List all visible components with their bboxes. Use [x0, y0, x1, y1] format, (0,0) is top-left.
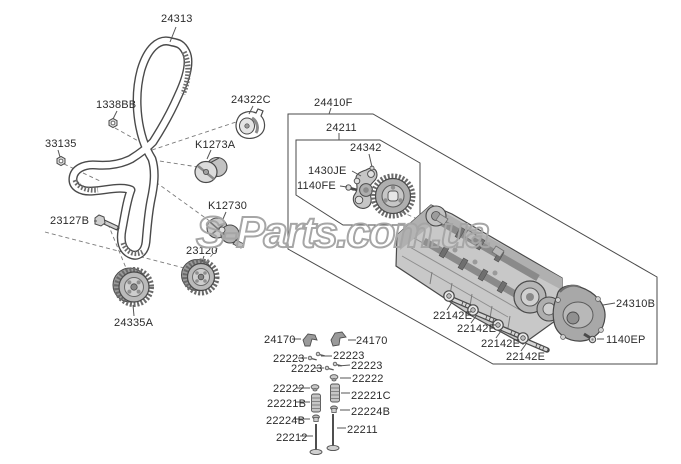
rocker-arm-left-drawing: [302, 333, 318, 347]
stem-seal-right-drawing: [330, 405, 338, 413]
label-22223-r2: 22223: [351, 360, 383, 372]
label-K12730: K12730: [208, 200, 248, 212]
label-22224B-left: 22224B: [266, 415, 306, 427]
label-22142E-3: 22142E: [481, 338, 521, 350]
lash-screw-2-drawing: [315, 350, 326, 359]
cvvt-bracket-24342-drawing: [352, 165, 378, 209]
label-22142E-1: 22142E: [433, 310, 473, 322]
label-24342: 24342: [350, 142, 382, 154]
label-1430JE: 1430JE: [308, 165, 347, 177]
timing-belt-drawing: [68, 36, 193, 260]
label-22224B-right: 22224B: [351, 406, 391, 418]
label-22142E-4: 22142E: [506, 351, 546, 363]
label-24310B: 24310B: [616, 298, 656, 310]
retainer-left-drawing: [310, 384, 320, 392]
valve-spring-right-drawing: [330, 383, 340, 403]
nut-33135-drawing: [56, 155, 66, 167]
rear-cover-24310B-drawing: [552, 284, 606, 342]
label-24322C: 24322C: [231, 94, 271, 106]
valve-right-drawing: [326, 414, 340, 452]
label-23120: 23120: [186, 245, 218, 257]
nut-1338BB-drawing: [108, 117, 118, 129]
label-K1273A: K1273A: [195, 139, 236, 151]
label-22222-right: 22222: [352, 373, 384, 385]
label-22223-l1: 22223: [273, 353, 305, 365]
bolt-1140FE-drawing: [345, 184, 358, 192]
label-24335A: 24335A: [114, 317, 154, 329]
label-1140FE: 1140FE: [297, 180, 336, 192]
label-22212: 22212: [276, 432, 308, 444]
label-24410F: 24410F: [314, 97, 353, 109]
idler-K1273A-drawing: [194, 156, 228, 184]
label-24313: 24313: [161, 13, 193, 25]
stem-seal-left-drawing: [312, 414, 320, 422]
water-pump-K12730-drawing: [206, 217, 245, 249]
valve-spring-left-drawing: [311, 393, 321, 413]
rocker-arm-right-drawing: [330, 331, 347, 347]
lash-screw-1-drawing: [307, 354, 318, 363]
label-1140EP: 1140EP: [606, 334, 646, 346]
label-22142E-2: 22142E: [457, 323, 497, 335]
cam-sprocket-drawing: [370, 173, 416, 219]
cylinder-head-assembly-drawing: [395, 204, 563, 345]
label-22211: 22211: [347, 424, 378, 436]
label-22223-r1: 22223: [333, 350, 365, 362]
valve-left-drawing: [309, 424, 323, 456]
label-22221B: 22221B: [267, 398, 307, 410]
sprocket-24335A-drawing: [112, 267, 154, 307]
label-23127B: 23127B: [50, 215, 90, 227]
label-33135: 33135: [45, 138, 77, 150]
bolt-1140EP-drawing: [583, 332, 597, 344]
lash-screw-3-drawing: [324, 364, 335, 373]
assembly-box-24410F-outline: [287, 113, 658, 365]
leader-lines: [57, 26, 616, 437]
bolt-23127B-drawing: [94, 214, 120, 231]
label-24170-left: 24170: [264, 334, 296, 346]
label-22221C: 22221C: [351, 390, 391, 402]
tensioner-24322C-drawing: [235, 108, 266, 139]
label-22222-left: 22222: [273, 383, 305, 395]
label-1338BB: 1338BB: [96, 99, 137, 111]
label-24170-right: 24170: [356, 335, 388, 347]
retainer-right-drawing: [329, 374, 339, 382]
sprocket-23120-drawing: [181, 258, 220, 296]
label-24211: 24211: [326, 122, 357, 134]
label-22223-l2: 22223: [291, 363, 323, 375]
